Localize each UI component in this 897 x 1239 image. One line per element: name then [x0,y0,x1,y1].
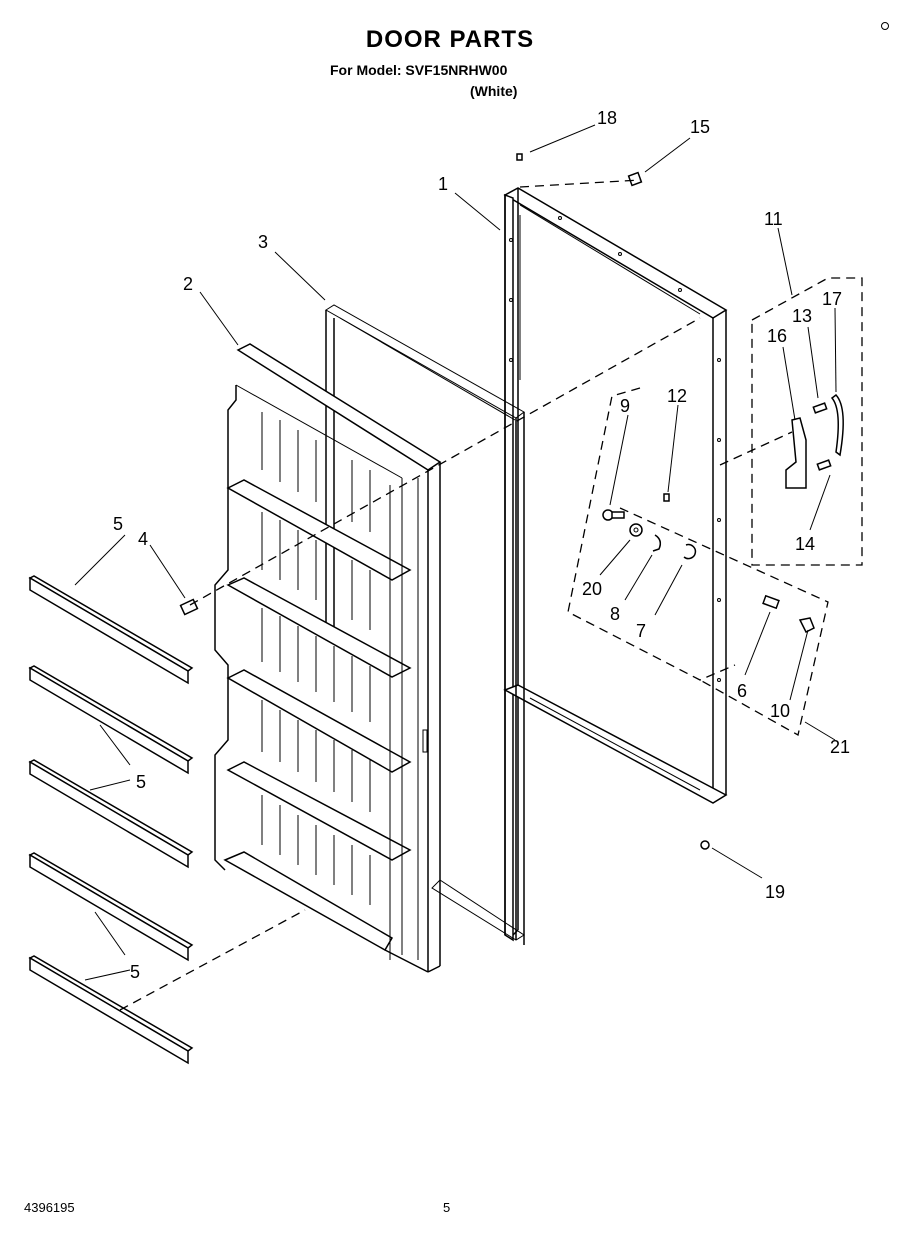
small-parts [179,153,710,850]
model-line: For Model: SVF15NRHW00 [330,62,508,78]
callout-4: 4 [138,529,148,549]
handle-hardware [567,387,829,736]
document-number: 4396195 [24,1200,75,1215]
callout-16: 16 [767,326,787,346]
callout-19: 19 [765,882,785,902]
callout-13: 13 [792,306,812,326]
callout-21: 21 [830,737,850,757]
corner-mark [881,22,889,30]
page-number: 5 [443,1200,451,1215]
callout-5-c: 5 [130,962,140,982]
shelf-rails [28,575,194,1065]
callout-2: 2 [183,274,193,294]
callout-6: 6 [737,681,747,701]
page-title: DOOR PARTS [365,26,535,53]
callout-11: 11 [764,209,783,229]
callout-5-a: 5 [113,514,123,534]
assembly-lines [119,179,793,1011]
callout-15: 15 [690,117,710,137]
callout-labels: 18 15 1 3 2 4 5 5 5 11 16 13 17 14 9 12 … [113,108,850,982]
callout-14: 14 [795,534,815,554]
door-gasket [325,304,525,945]
door-panel-frame [503,187,728,942]
callout-8: 8 [610,604,620,624]
callout-20: 20 [582,579,602,599]
callout-5-b: 5 [136,772,146,792]
door-liner [214,343,442,973]
callout-1: 1 [438,174,448,194]
callout-18: 18 [597,108,617,128]
callout-10: 10 [770,701,790,721]
hinge-assembly [751,277,863,566]
callout-3: 3 [258,232,268,252]
callout-17: 17 [822,289,842,309]
color-variant: (White) [470,83,518,99]
leader-lines [74,124,837,981]
callout-9: 9 [620,396,630,416]
callout-12: 12 [667,386,687,406]
callout-7: 7 [636,621,646,641]
